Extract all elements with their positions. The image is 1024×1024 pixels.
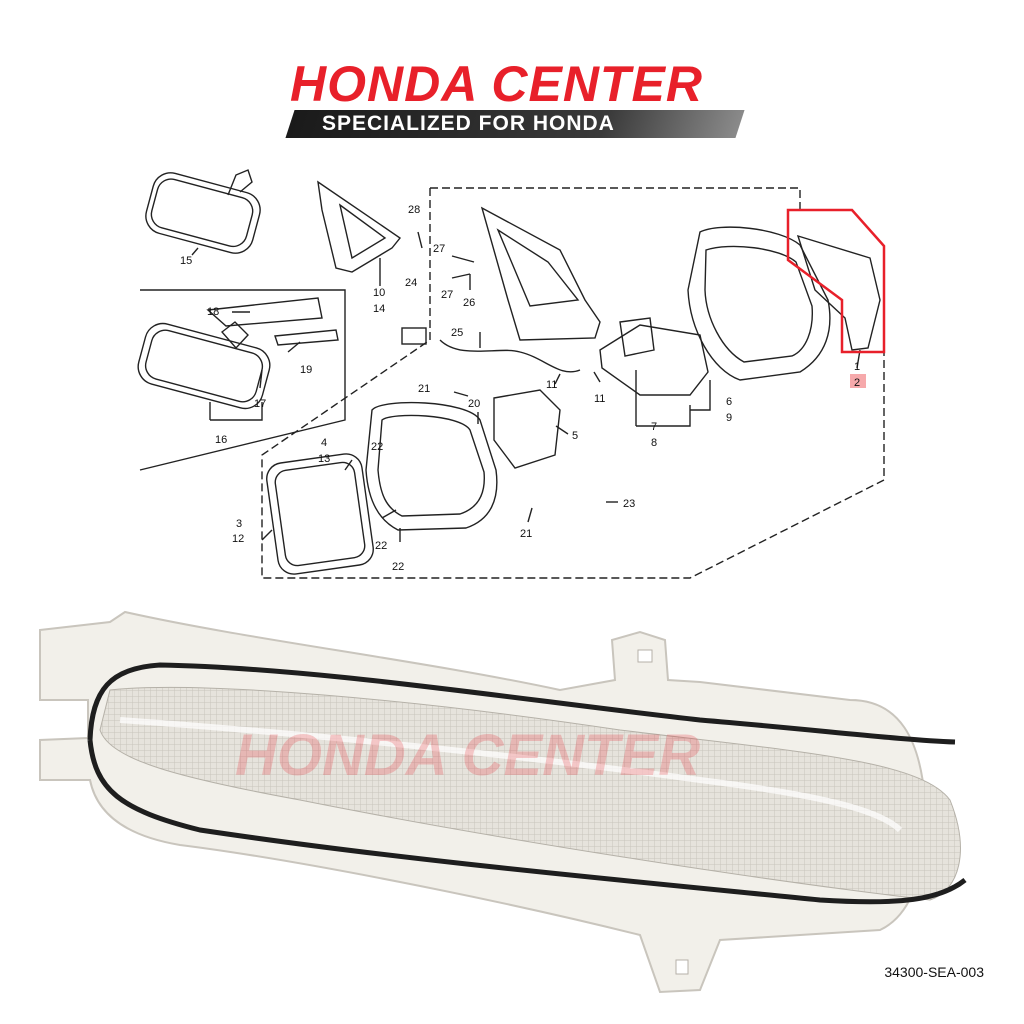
gasket-bottom bbox=[87, 739, 967, 905]
mirror-backing bbox=[365, 401, 498, 531]
wire-harness bbox=[439, 339, 581, 373]
brand-title: HONDA CENTER bbox=[290, 56, 703, 112]
callout-23: 23 bbox=[623, 498, 635, 510]
callout-21a: 21 bbox=[418, 383, 430, 395]
callout-15: 15 bbox=[180, 255, 192, 267]
callout-11a: 11 bbox=[546, 379, 557, 391]
callout-8: 8 bbox=[651, 437, 657, 449]
callout-28: 28 bbox=[408, 204, 420, 216]
callout-7: 7 bbox=[651, 421, 657, 433]
callout-6: 6 bbox=[726, 396, 732, 408]
callout-12: 12 bbox=[232, 533, 244, 545]
callout-5: 5 bbox=[572, 430, 578, 442]
callout-13: 13 bbox=[318, 453, 330, 465]
callout-10: 10 bbox=[373, 287, 385, 299]
mount-hole bbox=[637, 649, 653, 663]
callout-24: 24 bbox=[405, 277, 417, 289]
callout-19: 19 bbox=[300, 364, 312, 376]
brand-logo: HONDA CENTER SPECIALIZED FOR HONDA bbox=[260, 55, 760, 138]
callout-2: 2 bbox=[854, 377, 860, 389]
cover-19 bbox=[274, 329, 339, 346]
frame-top-dashed bbox=[430, 187, 801, 210]
rearview-mirror-top bbox=[145, 172, 261, 254]
callout-14: 14 bbox=[373, 303, 385, 315]
callout-9: 9 bbox=[726, 412, 732, 424]
brand-subtitle: SPECIALIZED FOR HONDA bbox=[322, 112, 615, 135]
lamp-lens bbox=[99, 686, 961, 901]
callout-26: 26 bbox=[463, 297, 475, 309]
motor-5 bbox=[493, 389, 561, 469]
callout-27a: 27 bbox=[433, 243, 445, 255]
garnish-10 bbox=[317, 180, 402, 273]
callout-21b: 21 bbox=[520, 528, 532, 540]
mirror-glass bbox=[266, 453, 374, 575]
mirror-base bbox=[480, 206, 601, 341]
callout-16: 16 bbox=[215, 434, 227, 446]
callout-3: 3 bbox=[236, 518, 242, 530]
callout-11b: 11 bbox=[594, 393, 605, 405]
callout-22c: 22 bbox=[392, 561, 404, 573]
callout-20: 20 bbox=[468, 398, 480, 410]
frame-left bbox=[139, 289, 346, 471]
callout-25: 25 bbox=[451, 327, 463, 339]
callout-1: 1 bbox=[854, 361, 860, 373]
callout-18: 18 bbox=[207, 306, 219, 318]
mirror-cover bbox=[687, 226, 831, 381]
part-number: 34300-SEA-003 bbox=[884, 964, 984, 980]
callout-22b: 22 bbox=[375, 540, 387, 552]
actuator-7 bbox=[599, 324, 709, 396]
callout-27b: 27 bbox=[441, 289, 453, 301]
callout-22a: 22 bbox=[371, 441, 383, 453]
watermark: HONDA CENTER bbox=[235, 723, 700, 788]
turn-signal-lamp-drawing bbox=[796, 234, 881, 351]
gasket-top bbox=[87, 662, 956, 745]
bracket-18 bbox=[206, 297, 323, 327]
rearview-mirror-bottom bbox=[137, 322, 271, 410]
highlight-callout-bg bbox=[850, 374, 866, 388]
product-photo: HONDA CENTER bbox=[39, 610, 967, 994]
connector bbox=[401, 327, 427, 345]
callout-4: 4 bbox=[321, 437, 327, 449]
frame-main-dashed bbox=[261, 188, 885, 579]
highlight-box bbox=[786, 208, 886, 354]
callout-17: 17 bbox=[254, 398, 266, 410]
